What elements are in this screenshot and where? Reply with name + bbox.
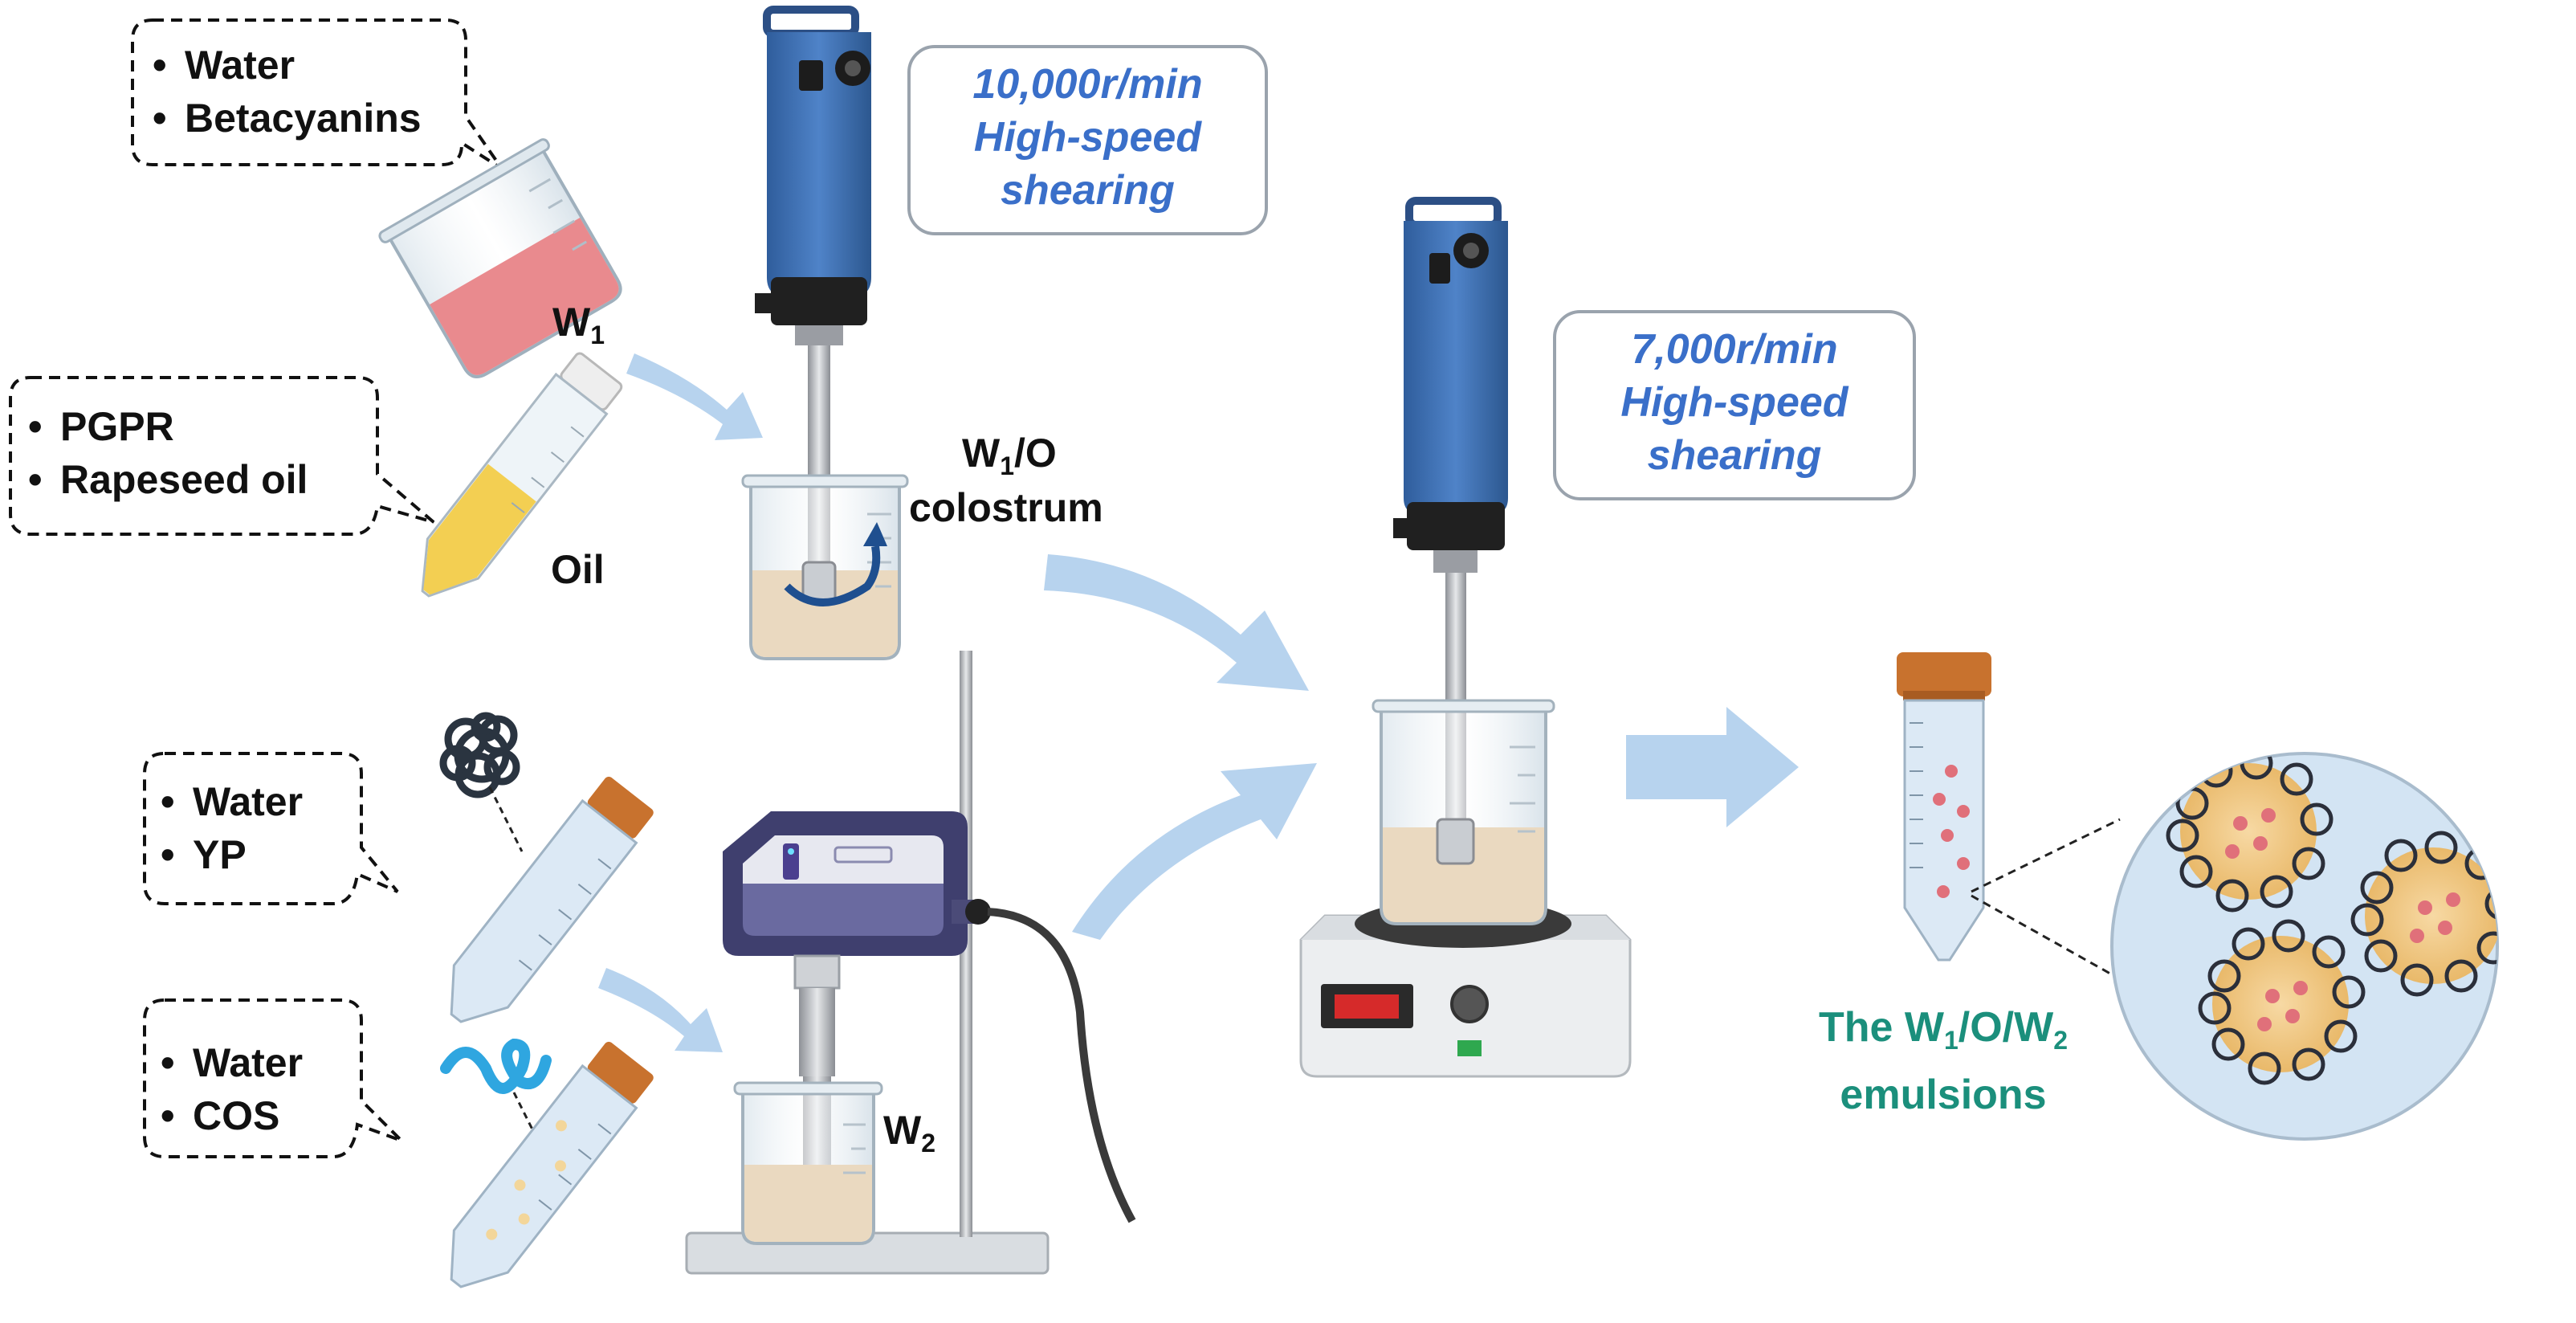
colostrum-label: colostrum [909,485,1103,530]
w1o-label: W1/O [962,431,1057,480]
beaker-icon [741,474,909,660]
w1-label: W1 [552,300,605,349]
cos-ingredients: •Water •COS [161,1036,303,1142]
yp-ingredient-2: •YP [161,832,247,877]
cos-callout-bubble [143,998,403,1158]
beaker-icon [1372,699,1555,925]
yp-callout-bubble [143,752,399,905]
speed-text-1: 10,000r/min High-speed shearing [972,61,1203,214]
speed-text-2: 7,000r/min High-speed shearing [1620,326,1848,479]
emulsion-droplet-icon [2110,752,2499,1141]
speed-box-2 [1553,310,1916,500]
flow-arrow-icon [1626,707,1799,827]
flow-arrow-icon [626,353,763,440]
falcon-tube-icon [421,352,623,598]
yp-ingredients: •Water •YP [161,775,303,881]
beaker-icon [733,1081,883,1245]
w1-ingredient-2: •Betacyanins [153,96,422,141]
yp-particle-icon [439,712,520,798]
flow-arrow-icon [1044,554,1309,691]
cos-molecule-icon [440,1038,552,1094]
magnetic-stirrer-icon [1299,900,1632,1078]
speed-box-1 [907,45,1268,235]
beaker-icon [378,138,622,378]
cos-ingredient-2: •COS [161,1093,280,1138]
oil-ingredients: •PGPR •Rapeseed oil [28,400,308,506]
oil-ingredient-2: •Rapeseed oil [28,457,308,502]
falcon-tube-icon [450,776,654,1023]
cos-ingredient-1: •Water [161,1040,304,1085]
result-line-1: The W1/O/W2 [1819,1004,2068,1055]
falcon-tube-icon [450,1041,654,1288]
w1-ingredients: •Water •Betacyanins [153,39,422,145]
oil-label: Oil [551,547,605,592]
falcon-tube-icon [1897,652,1991,962]
oil-callout-bubble [9,376,435,536]
w1-ingredient-1: •Water [153,43,296,88]
result-label: The W1/O/W2 emulsions [1791,1000,2096,1122]
oil-ingredient-1: •PGPR [28,404,174,449]
w2-label: W2 [883,1108,935,1158]
flow-arrow-icon [1072,763,1317,940]
flow-arrow-icon [598,968,723,1052]
w1-callout-bubble [131,18,503,170]
result-line-2: emulsions [1840,1072,2047,1118]
yp-ingredient-1: •Water [161,779,304,824]
